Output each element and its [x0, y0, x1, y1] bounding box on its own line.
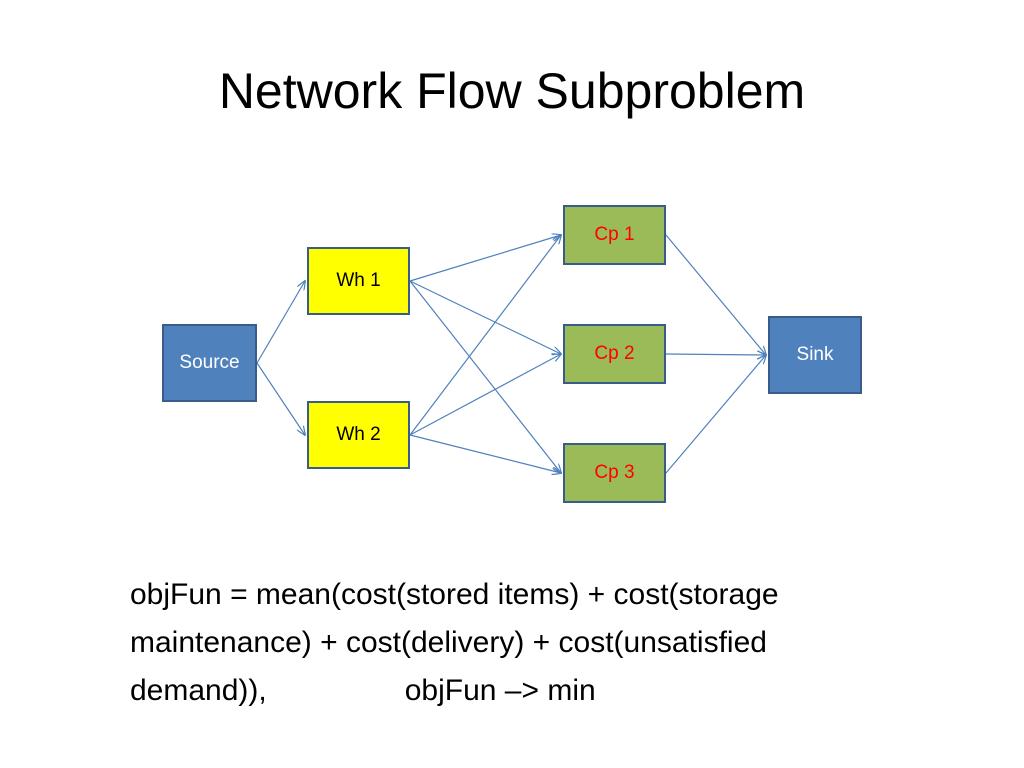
- edge-wh1-cp1: [409, 235, 561, 282]
- warehouse-1-node: Wh 1: [307, 247, 410, 315]
- source-node: Source: [162, 324, 257, 402]
- warehouse-2-node: Wh 2: [307, 401, 410, 469]
- source-label: Source: [179, 352, 240, 373]
- checkpoint-3-label: Cp 3: [594, 462, 635, 483]
- sink-label: Sink: [796, 344, 834, 365]
- edge-cp1-sink: [665, 234, 766, 355]
- formula-line-3: demand)), objFun –> min: [130, 667, 930, 715]
- edge-source-wh2: [256, 362, 305, 435]
- warehouse-2-label: Wh 2: [336, 424, 381, 445]
- edge-source-wh1: [256, 281, 305, 364]
- edge-wh2-cp3: [409, 434, 561, 473]
- slide-title: Network Flow Subproblem: [218, 63, 806, 119]
- edge-wh2-cp1: [409, 235, 561, 436]
- edge-cp2-sink: [665, 354, 766, 355]
- checkpoint-1-label: Cp 1: [594, 224, 635, 245]
- edge-wh1-cp3: [409, 280, 561, 473]
- checkpoint-2-label: Cp 2: [594, 343, 635, 364]
- objective-function-text: objFun = mean(cost(stored items) + cost(…: [130, 571, 930, 715]
- checkpoint-2-node: Cp 2: [563, 324, 666, 384]
- formula-line-1: objFun = mean(cost(stored items) + cost(…: [130, 578, 779, 611]
- formula-line-2: maintenance) + cost(delivery) + cost(uns…: [130, 626, 767, 659]
- edge-wh1-cp2: [409, 280, 561, 354]
- checkpoint-1-node: Cp 1: [563, 205, 666, 265]
- checkpoint-3-node: Cp 3: [563, 443, 666, 503]
- edge-wh2-cp2: [409, 354, 561, 436]
- sink-node: Sink: [768, 316, 862, 394]
- edge-cp3-sink: [665, 355, 766, 474]
- formula-line-3-part-a: demand)),: [130, 674, 267, 707]
- warehouse-1-label: Wh 1: [336, 270, 381, 291]
- formula-line-3-part-b: objFun –> min: [404, 674, 596, 707]
